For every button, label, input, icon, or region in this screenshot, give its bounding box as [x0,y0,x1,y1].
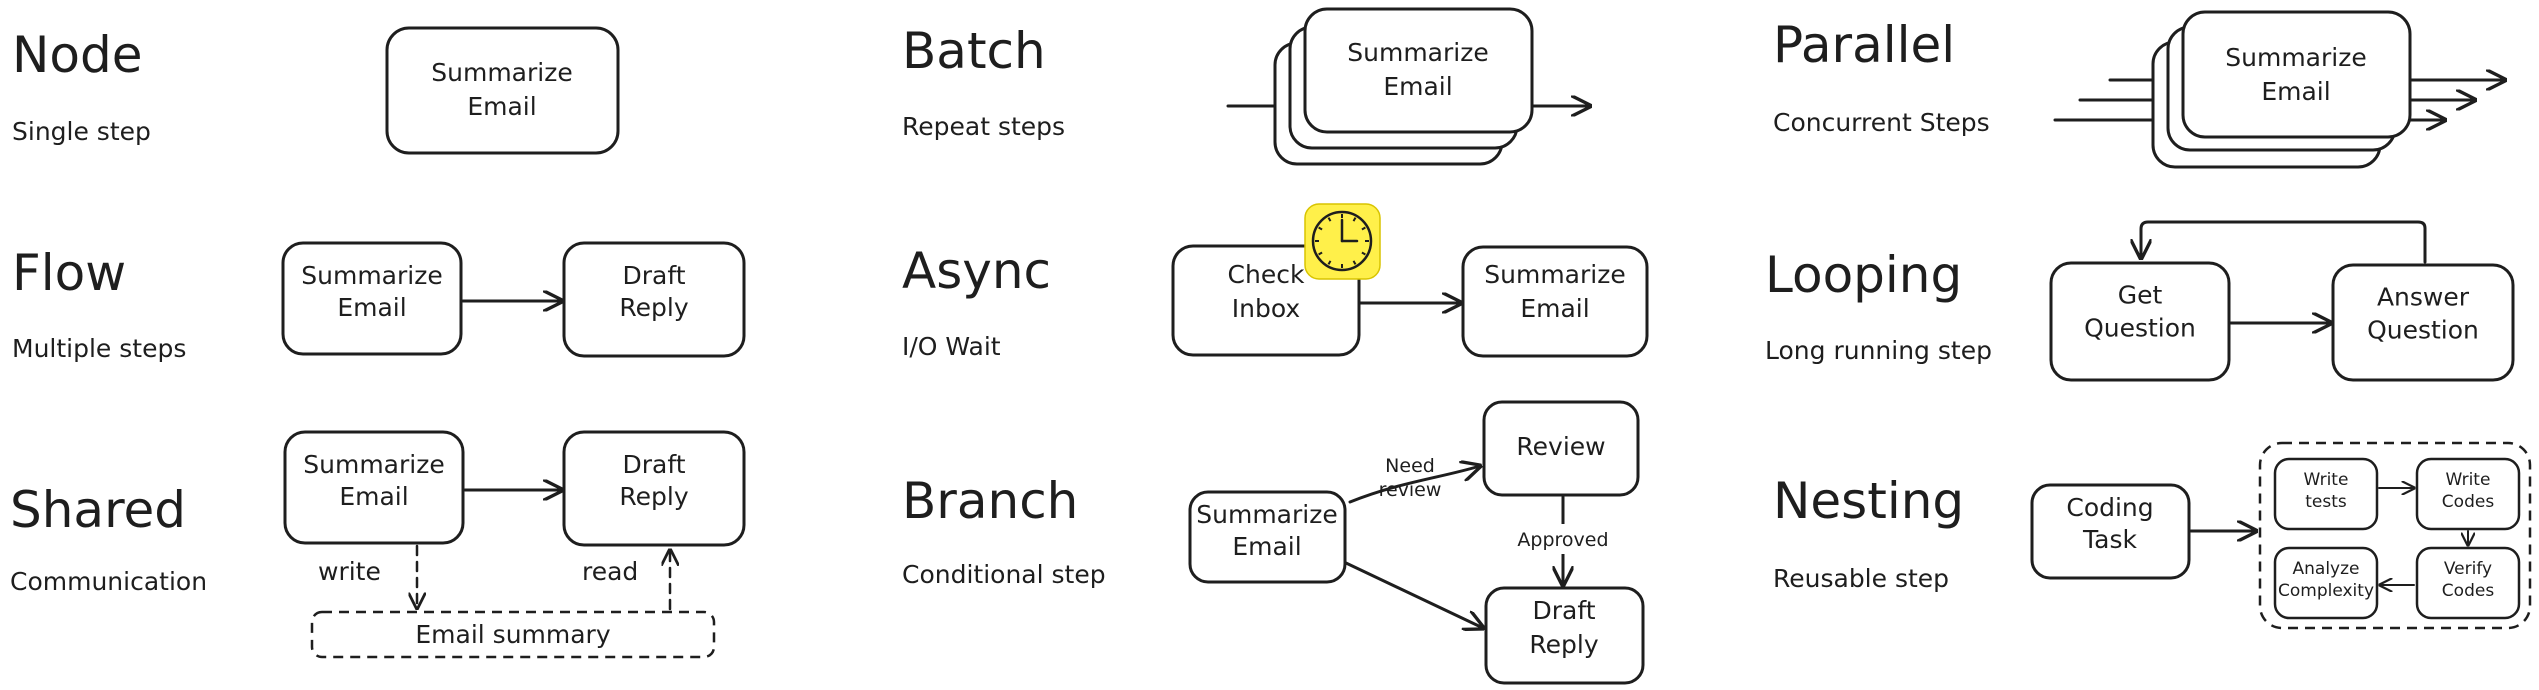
nesting-title: Nesting [1773,472,1964,530]
parallel-title: Parallel [1773,16,1955,74]
async-title: Async [902,242,1051,300]
parallel-subtitle: Concurrent Steps [1773,108,1990,137]
shared-write-label: write [318,557,381,586]
looping-back-arrow [2141,220,2427,264]
branch-box-review [1482,400,1640,497]
shared-box-summarize [283,430,465,545]
shared-store-label: Email summary [415,620,610,649]
clock-tick [1327,260,1332,265]
nesting-container [2258,441,2532,630]
batch-title: Batch [902,22,1046,80]
clock-tick [1361,226,1366,231]
parallel-box [2181,10,2412,139]
node-title: Node [12,26,143,84]
nesting-subtitle: Reusable step [1773,564,1949,593]
clock-tick [1318,251,1323,256]
node-subtitle: Single step [12,117,151,146]
branch-box-summarize [1188,490,1347,584]
branch-box-review-label: Review [1516,432,1605,461]
clock-tick [1361,251,1366,256]
branch-direct-arrow [1344,561,1483,628]
flow-box-summarize [281,241,463,356]
looping-title: Looping [1765,246,1962,304]
clock-tick [1318,226,1323,231]
branch-need-review-arrow [1348,466,1480,504]
batch-box [1303,7,1534,134]
shared-read-label: read [582,557,638,586]
nesting-box-write-tests [2273,457,2379,531]
flow-title: Flow [12,244,126,302]
nesting-box-verify-codes [2415,546,2521,620]
branch-box-draft [1484,586,1645,685]
clock-tick [1327,217,1332,222]
node-box [385,26,620,155]
branch-title: Branch [902,472,1078,530]
flow-subtitle: Multiple steps [12,334,186,363]
clock-icon [1304,203,1381,280]
branch-approved-label: Approved [1517,529,1608,551]
clock-tick [1352,217,1357,222]
async-subtitle: I/O Wait [902,332,1001,361]
shared-title: Shared [10,481,186,539]
shared-subtitle: Communication [10,567,207,596]
branch-subtitle: Conditional step [902,560,1106,589]
nesting-box-analyze-complexity [2273,546,2379,620]
nesting-box-coding-task [2030,483,2191,580]
clock-tick [1352,260,1357,265]
nesting-box-write-codes [2415,457,2521,531]
batch-subtitle: Repeat steps [902,112,1065,141]
looping-box-get-question [2049,261,2231,382]
shared-store-box [310,610,716,659]
looping-subtitle: Long running step [1765,336,1992,365]
